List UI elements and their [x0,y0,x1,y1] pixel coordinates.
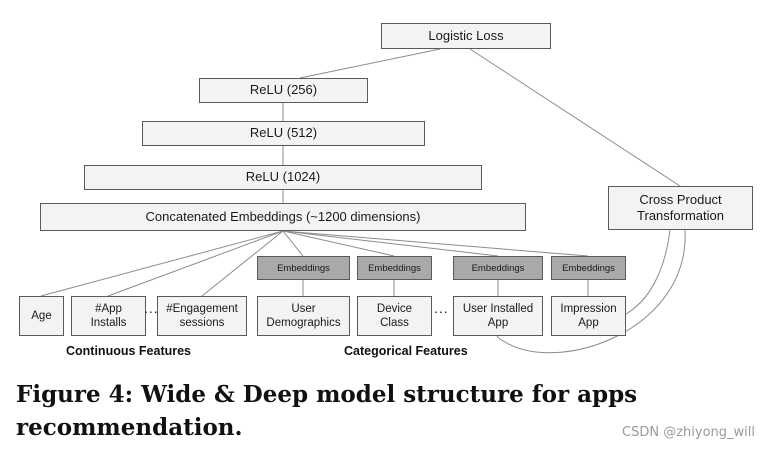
embedding-impression-app: Embeddings [551,256,626,280]
edge-cross-to-impression-app [625,229,671,315]
feature-app-installs: #App Installs [71,296,146,336]
concatenated-embeddings-layer: Concatenated Embeddings (~1200 dimension… [40,203,526,231]
edge-loss-to-relu256 [299,48,441,79]
categorical-ellipsis: ... [434,300,449,316]
feature-impression-app: Impression App [551,296,626,336]
edge-concat-to-age [40,230,284,297]
edge-concat-to-emb-impression-app [282,230,589,257]
embedding-user-installed-app: Embeddings [453,256,543,280]
edge-concat-to-emb-user-demographics [282,230,304,257]
categorical-features-label: Categorical Features [344,344,468,358]
embedding-user-demographics: Embeddings [257,256,350,280]
watermark: CSDN @zhiyong_will [622,425,755,440]
feature-engagement-sessions: #Engagement sessions [157,296,247,336]
edge-concat-to-emb-device-class [282,230,395,257]
logistic-loss-node: Logistic Loss [381,23,551,49]
embedding-device-class: Embeddings [357,256,432,280]
relu-256-layer: ReLU (256) [199,78,368,103]
feature-user-demographics: User Demographics [257,296,350,336]
feature-user-installed-app: User Installed App [453,296,543,336]
relu-1024-layer: ReLU (1024) [84,165,482,190]
feature-age: Age [19,296,64,336]
relu-512-layer: ReLU (512) [142,121,425,146]
figure-caption: Figure 4: Wide & Deep model structure fo… [16,381,638,441]
continuous-ellipsis: ... [144,300,159,316]
edge-concat-to-app-installs [107,230,284,297]
continuous-features-label: Continuous Features [66,344,192,358]
edge-concat-to-emb-user-installed-app [282,230,499,257]
edge-loss-to-cross [469,48,681,187]
feature-device-class: Device Class [357,296,432,336]
edge-concat-to-engagement [201,230,284,297]
cross-product-transformation-node: Cross Product Transformation [608,186,753,230]
diagram-edges [40,48,686,354]
edge-cross-to-user-installed-app [496,229,686,354]
